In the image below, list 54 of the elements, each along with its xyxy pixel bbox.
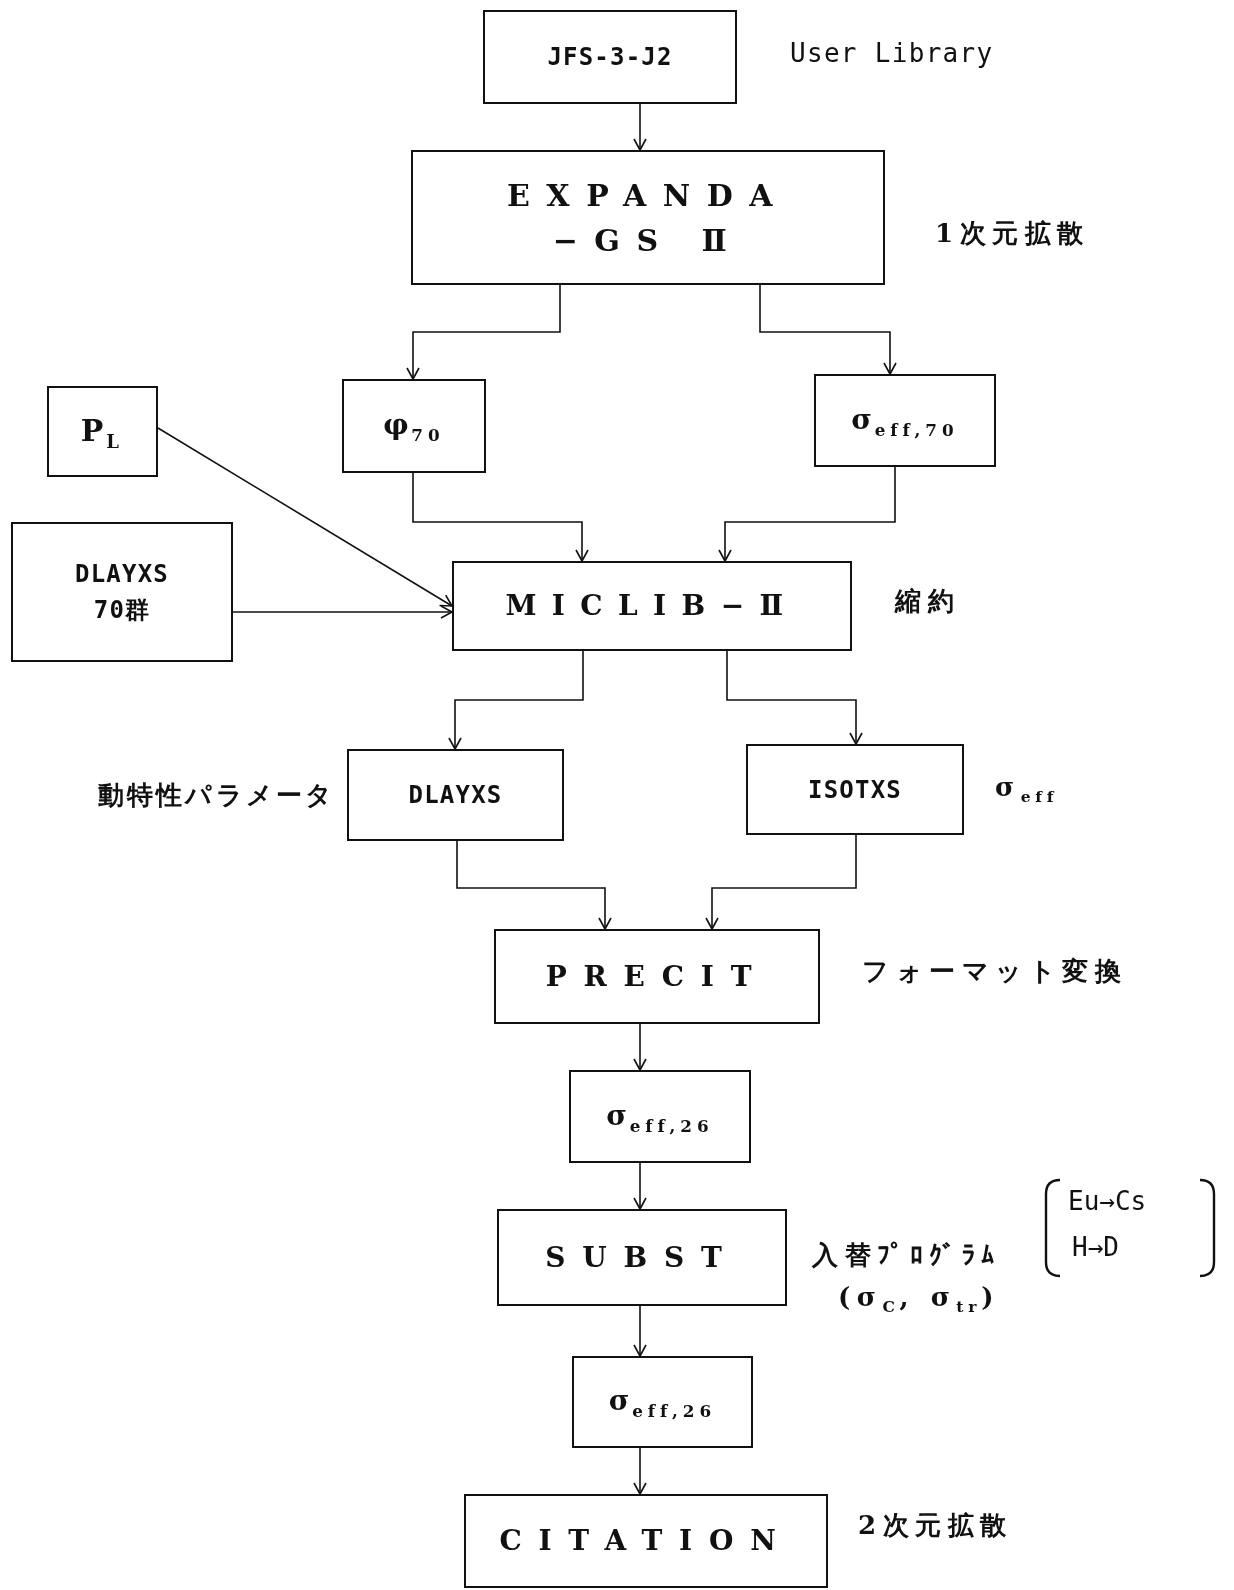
side-label: User Library xyxy=(790,38,994,68)
process-box xyxy=(464,1494,828,1588)
process-box xyxy=(452,561,852,651)
bracket-label: Eu→Cs xyxy=(1068,1186,1147,1216)
side-label: 縮約 xyxy=(895,585,960,618)
box-label: φ$_{70}$ xyxy=(383,407,445,447)
box-label: SUBST xyxy=(545,1239,739,1276)
arrow xyxy=(633,103,647,151)
arrow xyxy=(412,472,589,562)
side-label: フォーマット変換 xyxy=(862,955,1127,988)
box-label: CITATION xyxy=(499,1523,793,1559)
process-box xyxy=(411,150,885,285)
box-label: MICLIB−Ⅱ xyxy=(505,588,799,624)
arrow xyxy=(633,1023,647,1071)
process-box xyxy=(342,379,486,473)
process-box xyxy=(569,1070,751,1163)
arrow xyxy=(157,427,453,607)
arrow xyxy=(633,1447,647,1495)
arrow xyxy=(726,650,863,745)
box-label: ISOTXS xyxy=(808,774,902,806)
box-label: DLAYXS 70群 xyxy=(74,559,170,626)
process-box xyxy=(497,1209,787,1306)
box-label: DLAYXS xyxy=(408,780,503,811)
side-label: 2次元拡散 xyxy=(858,1509,1013,1542)
box-label: EXPANDA −GS Ⅱ xyxy=(506,176,790,260)
process-box xyxy=(11,522,233,662)
process-box xyxy=(746,744,964,835)
process-box xyxy=(814,374,996,467)
bracket-label: H→D xyxy=(1072,1232,1119,1262)
box-label: P$_{L}$ xyxy=(80,412,125,454)
side-label: σ$_{eff}$ xyxy=(995,772,1059,807)
arrow xyxy=(633,1162,647,1210)
box-label: σ$_{eff,26}$ xyxy=(606,1097,714,1138)
process-box xyxy=(494,929,820,1024)
arrow xyxy=(705,834,857,930)
process-box xyxy=(347,749,564,841)
arrow xyxy=(456,840,612,930)
side-label: (σ$_{C}$, σ$_{tr}$) xyxy=(838,1282,1000,1317)
arrow xyxy=(232,605,453,619)
process-box xyxy=(572,1356,753,1448)
arrow xyxy=(633,1305,647,1357)
box-label: PRECIT xyxy=(545,958,769,995)
side-label: 1次元拡散 xyxy=(935,217,1090,250)
process-box xyxy=(483,10,737,104)
side-label: 入替ﾌﾟﾛｸﾞﾗﾑ xyxy=(812,1239,1001,1272)
box-label: JFS-3-J2 xyxy=(547,42,673,73)
arrow xyxy=(448,650,584,750)
arrow xyxy=(406,284,561,380)
arrow xyxy=(759,284,897,375)
arrow xyxy=(718,466,896,562)
process-box xyxy=(47,386,158,477)
box-label: σ$_{eff,70}$ xyxy=(851,401,959,442)
box-label: σ$_{eff,26}$ xyxy=(608,1383,717,1423)
side-label: 動特性パラメータ xyxy=(98,779,335,812)
